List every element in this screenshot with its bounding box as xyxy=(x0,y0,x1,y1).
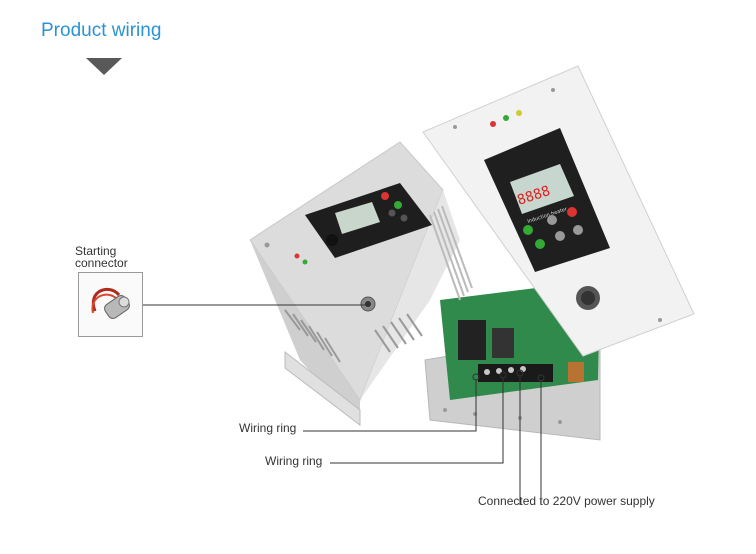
wiring-ring-label-2: Wiring ring xyxy=(265,454,323,468)
heater-lid: 8888 Induction heater xyxy=(422,65,695,357)
starting-connector-label: Starting connector xyxy=(75,244,128,270)
triangle-down-icon xyxy=(86,58,122,75)
page-title: Product wiring xyxy=(41,20,162,41)
closed-heater-unit xyxy=(249,141,460,427)
wiring-ring-label-1: Wiring ring xyxy=(239,421,297,435)
starting-connector-image xyxy=(78,272,143,337)
power-supply-label: Connected to 220V power supply xyxy=(478,494,655,508)
